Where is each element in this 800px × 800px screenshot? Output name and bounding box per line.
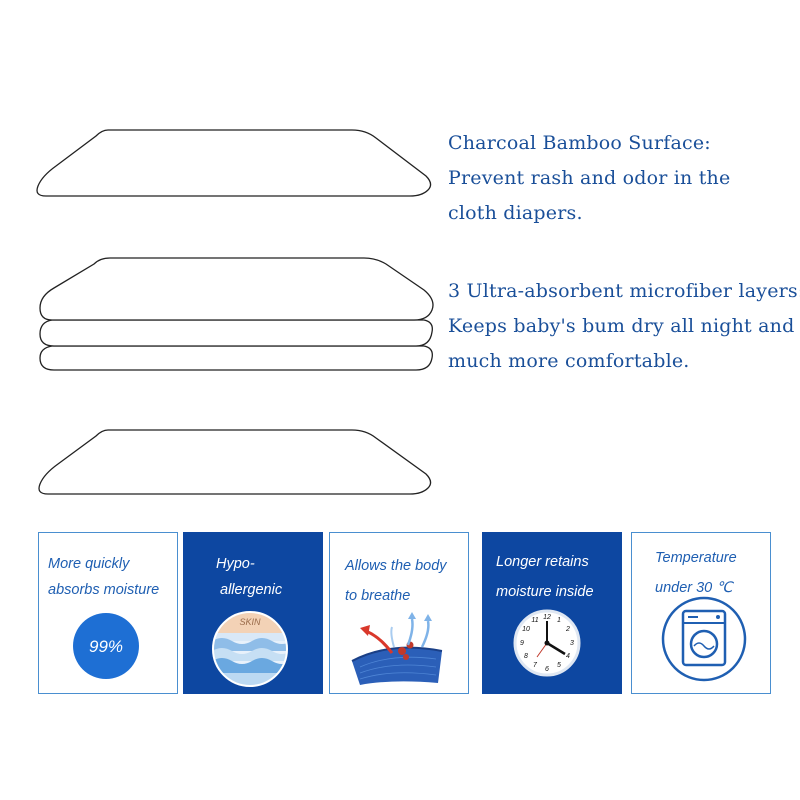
feature-label: Temperature under 30 ℃ xyxy=(655,545,770,601)
bamboo-surface-line-3: cloth diapers. xyxy=(448,202,583,224)
microfiber-layer-2 xyxy=(39,319,433,347)
svg-text:6: 6 xyxy=(545,666,549,673)
bottom-layer xyxy=(38,429,432,495)
feature-line-1: Longer retains xyxy=(496,554,589,570)
feature-label: Longer retains moisture inside xyxy=(496,549,621,605)
svg-text:8: 8 xyxy=(524,653,528,660)
feature-label: More quickly absorbs moisture xyxy=(48,551,177,603)
feature-label: Hypo- allergenic xyxy=(216,551,322,603)
feature-line-2: moisture inside xyxy=(496,584,594,600)
svg-text:4: 4 xyxy=(566,653,570,660)
microfiber-layer-3 xyxy=(39,345,433,371)
svg-text:5: 5 xyxy=(557,662,561,669)
skin-layers-icon: SKIN xyxy=(212,611,288,687)
bamboo-surface-description: Charcoal Bamboo Surface: Prevent rash an… xyxy=(448,126,730,231)
microfiber-title: 3 Ultra-absorbent microfiber layers: xyxy=(448,280,800,302)
svg-text:11: 11 xyxy=(531,617,538,624)
feature-line-1: Temperature xyxy=(655,550,737,566)
feature-card-breathable: Allows the body to breathe xyxy=(329,532,469,694)
bamboo-surface-title: Charcoal Bamboo Surface: xyxy=(448,132,711,154)
washing-machine-icon xyxy=(661,596,747,682)
feature-card-absorbs: More quickly absorbs moisture 99% xyxy=(38,532,178,694)
feature-card-temperature: Temperature under 30 ℃ xyxy=(631,532,771,694)
bamboo-surface-layer xyxy=(36,129,432,197)
svg-text:2: 2 xyxy=(565,626,570,633)
feature-line-2: allergenic xyxy=(220,582,283,598)
layer-diagram xyxy=(36,129,434,495)
feature-card-hypoallergenic: Hypo- allergenic SKIN xyxy=(183,532,323,694)
feature-line-2: to breathe xyxy=(345,588,411,604)
feature-line-1: Allows the body xyxy=(345,558,447,574)
absorption-percentage: 99% xyxy=(89,637,123,656)
microfiber-layer-1 xyxy=(39,257,434,321)
feature-line-2: under 30 ℃ xyxy=(655,580,733,596)
svg-text:10: 10 xyxy=(522,626,530,633)
microfiber-line-3: much more comfortable. xyxy=(448,350,690,372)
breathable-fabric-icon xyxy=(351,612,443,685)
feature-label: Allows the body to breathe xyxy=(345,553,468,609)
feature-line-1: More quickly xyxy=(48,556,130,572)
microfiber-description: 3 Ultra-absorbent microfiber layers: Kee… xyxy=(448,274,800,379)
water-drop-badge: 99% xyxy=(73,613,139,679)
svg-text:12: 12 xyxy=(543,614,551,621)
feature-line-2: absorbs moisture xyxy=(48,582,160,598)
svg-text:1: 1 xyxy=(557,617,561,624)
skin-label: SKIN xyxy=(239,617,261,627)
svg-text:7: 7 xyxy=(533,662,538,669)
feature-line-1: Hypo- xyxy=(216,556,255,572)
bamboo-surface-line-2: Prevent rash and odor in the xyxy=(448,167,731,189)
microfiber-line-2: Keeps baby's bum dry all night and xyxy=(448,315,795,337)
svg-text:3: 3 xyxy=(570,640,574,647)
svg-text:9: 9 xyxy=(520,640,524,647)
